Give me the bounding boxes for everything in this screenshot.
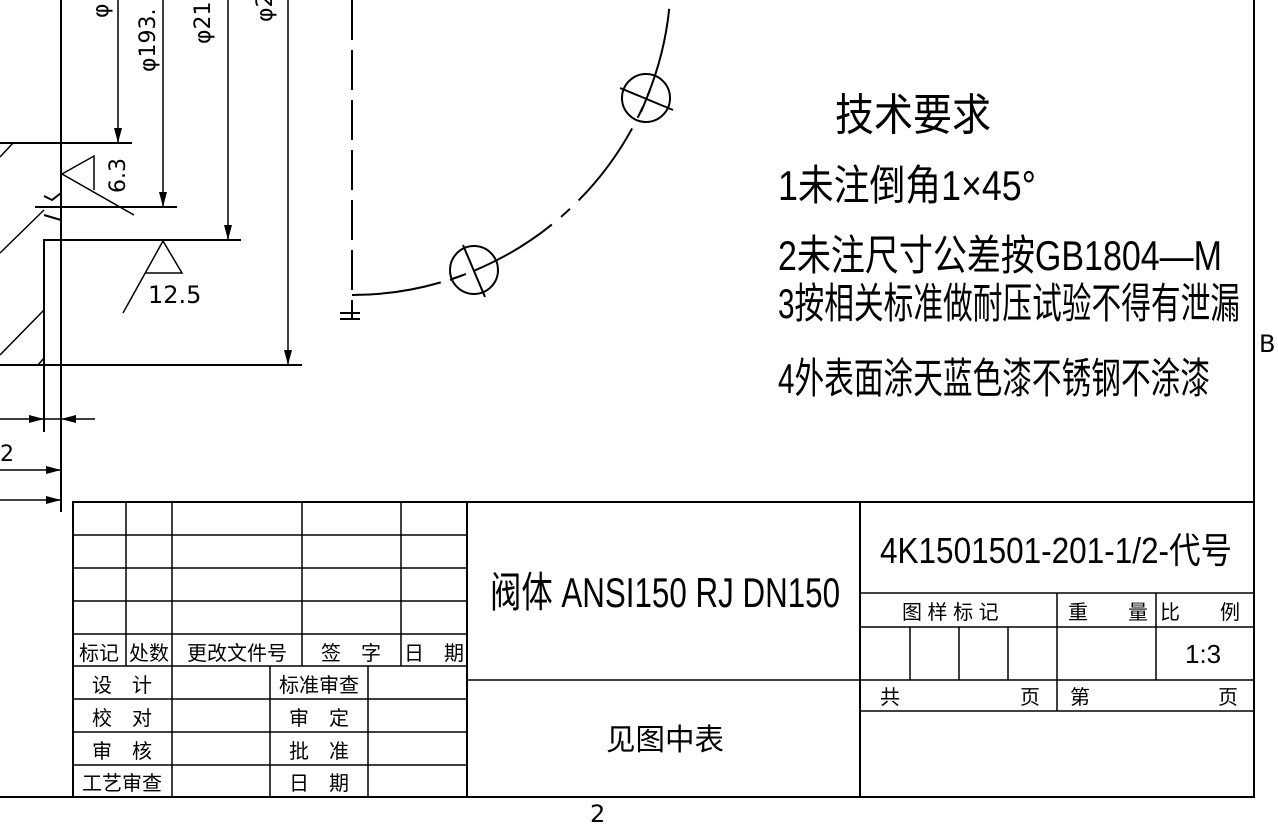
surface-roughness-symbol-6-3: 6.3 [60, 154, 135, 216]
drawing-number: 4K1501501-201-1/2-代号 [880, 530, 1232, 571]
header-signature: 签 字 [321, 642, 381, 665]
tech-req-item: 1未注倒角1×45° [778, 162, 1036, 209]
header-change-doc: 更改文件号 [187, 642, 287, 665]
scale-value: 1:3 [1185, 639, 1221, 669]
label-approve: 批 准 [289, 740, 349, 763]
page-label: 第 [1070, 686, 1090, 709]
label-approval-check: 审 定 [289, 707, 349, 730]
total-pages-label: 共 [880, 686, 900, 709]
label-process-review: 工艺审查 [82, 772, 162, 795]
tech-req-item: 3按相关标准做耐压试验不得有泄漏 [778, 280, 1240, 327]
bolt-hole-circle [621, 73, 671, 123]
bolt-hole-circle [449, 245, 499, 295]
dimension-label-partial: φ [89, 3, 114, 18]
zone-number: 2 [590, 800, 605, 824]
zone-letter: B [1259, 330, 1275, 358]
flange-view [340, 0, 674, 320]
header-mark: 标记 [79, 642, 119, 665]
dimension-lines [0, 0, 292, 504]
weight-label: 重 量 [1068, 601, 1148, 624]
total-pages-suffix: 页 [1020, 687, 1040, 709]
dimension-label-width: 2 [0, 442, 14, 467]
surface-roughness-symbol-12-5: 12.5 [122, 239, 201, 314]
tech-req-item: 4外表面涂天蓝色漆不锈钢不涂漆 [778, 355, 1210, 402]
part-section-view [0, 0, 302, 512]
header-date: 日 期 [404, 643, 464, 665]
label-proofread: 校 对 [92, 707, 152, 730]
label-date: 日 期 [289, 773, 349, 795]
svg-text:6.3: 6.3 [106, 158, 131, 193]
dimension-label-2x: φ2 [253, 0, 278, 22]
title-block: 标记 处数 更改文件号 签 字 日 期 设 计 校 对 审 核 工艺审查 标准审… [72, 501, 1255, 798]
label-review: 审 核 [92, 740, 152, 763]
dimension-label-21: φ21 [191, 1, 216, 44]
scale-label: 比 例 [1160, 601, 1240, 624]
dimension-label-193: φ193. [136, 9, 161, 73]
part-name: 阀体 ANSI150 RJ DN150 [490, 569, 840, 616]
page-suffix: 页 [1218, 687, 1238, 709]
tech-req-item: 2未注尺寸公差按GB1804—M [778, 232, 1222, 279]
tech-req-title: 技术要求 [835, 91, 991, 140]
label-standard-review: 标准审查 [279, 674, 359, 697]
header-count: 处数 [129, 642, 169, 665]
drawing-mark-label: 图 样 标 记 [902, 601, 999, 624]
label-design: 设 计 [92, 674, 152, 697]
svg-text:12.5: 12.5 [148, 281, 201, 309]
material: 见图中表 [606, 724, 724, 757]
technical-requirements: 技术要求 1未注倒角1×45° 2未注尺寸公差按GB1804—M 3按相关标准做… [778, 91, 1240, 402]
